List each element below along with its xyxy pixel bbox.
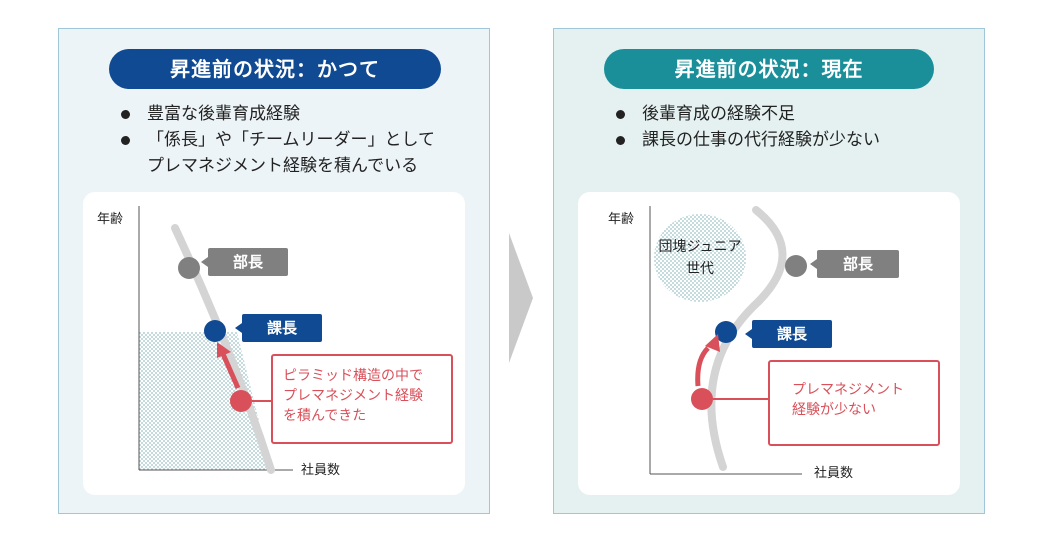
y-axis-label: 年齢: [608, 212, 635, 227]
bullet-item: 豊富な後輩育成経験: [119, 101, 435, 127]
bullet-list-present: 後輩育成の経験不足 課長の仕事の代行経験が少ない: [614, 101, 880, 153]
panel-title-present: 昇進前の状況：現在: [604, 49, 934, 89]
y-axis-label: 年齢: [97, 212, 124, 227]
population-curve: [707, 206, 787, 471]
chevron-right-icon: [509, 233, 533, 363]
panel-past: 昇進前の状況：かつて 豊富な後輩育成経験 「係長」や「チームリーダー」として プ…: [58, 28, 490, 514]
growth-arrow-shaft: [220, 352, 241, 390]
bullet-item: 課長の仕事の代行経験が少ない: [614, 127, 880, 153]
callout-experience: プレマネジメント 経験が少ない: [768, 360, 940, 446]
node-kacho: [204, 320, 226, 342]
bullet-list-past: 豊富な後輩育成経験 「係長」や「チームリーダー」として プレマネジメント経験を積…: [119, 101, 435, 179]
chart-card-past: 年齢 社員数 部長 課長 ピラミッド構造の中で プレマネジメント経験 を積んでき…: [83, 192, 465, 495]
panel-present: 昇進前の状況：現在 後輩育成の経験不足 課長の仕事の代行経験が少ない: [553, 28, 985, 514]
pyramid-diagram: [138, 206, 293, 474]
chart-card-present: 年齢 社員数 団塊ジュニア 世代 部長 課長 プレマネジメント 経験が少ない: [578, 192, 960, 495]
node-bucho: [785, 255, 807, 277]
tag-kacho: 課長: [745, 320, 832, 348]
tag-bucho: 部長: [201, 248, 288, 276]
growth-arrow-shaft: [695, 346, 710, 387]
tag-kacho: 課長: [235, 314, 322, 342]
cloud-dangai-junior: [654, 214, 746, 302]
panel-title-past: 昇進前の状況：かつて: [109, 49, 441, 89]
bullet-item: 「係長」や「チームリーダー」として プレマネジメント経験を積んでいる: [119, 127, 435, 179]
cloud-label: 団塊ジュニア 世代: [658, 239, 742, 277]
node-kacho: [715, 321, 737, 343]
tag-bucho: 部長: [810, 250, 899, 278]
node-bucho: [178, 257, 200, 279]
growth-arrow-head: [217, 342, 231, 358]
x-axis-label: 社員数: [814, 466, 854, 481]
growth-arrow-head: [705, 334, 720, 352]
population-diagram: [649, 206, 807, 475]
x-axis-label: 社員数: [301, 463, 341, 478]
node-staff: [230, 390, 252, 412]
bullet-item: 後輩育成の経験不足: [614, 101, 880, 127]
callout-pyramid: ピラミッド構造の中で プレマネジメント経験 を積んできた: [271, 354, 453, 444]
node-staff: [691, 388, 713, 410]
